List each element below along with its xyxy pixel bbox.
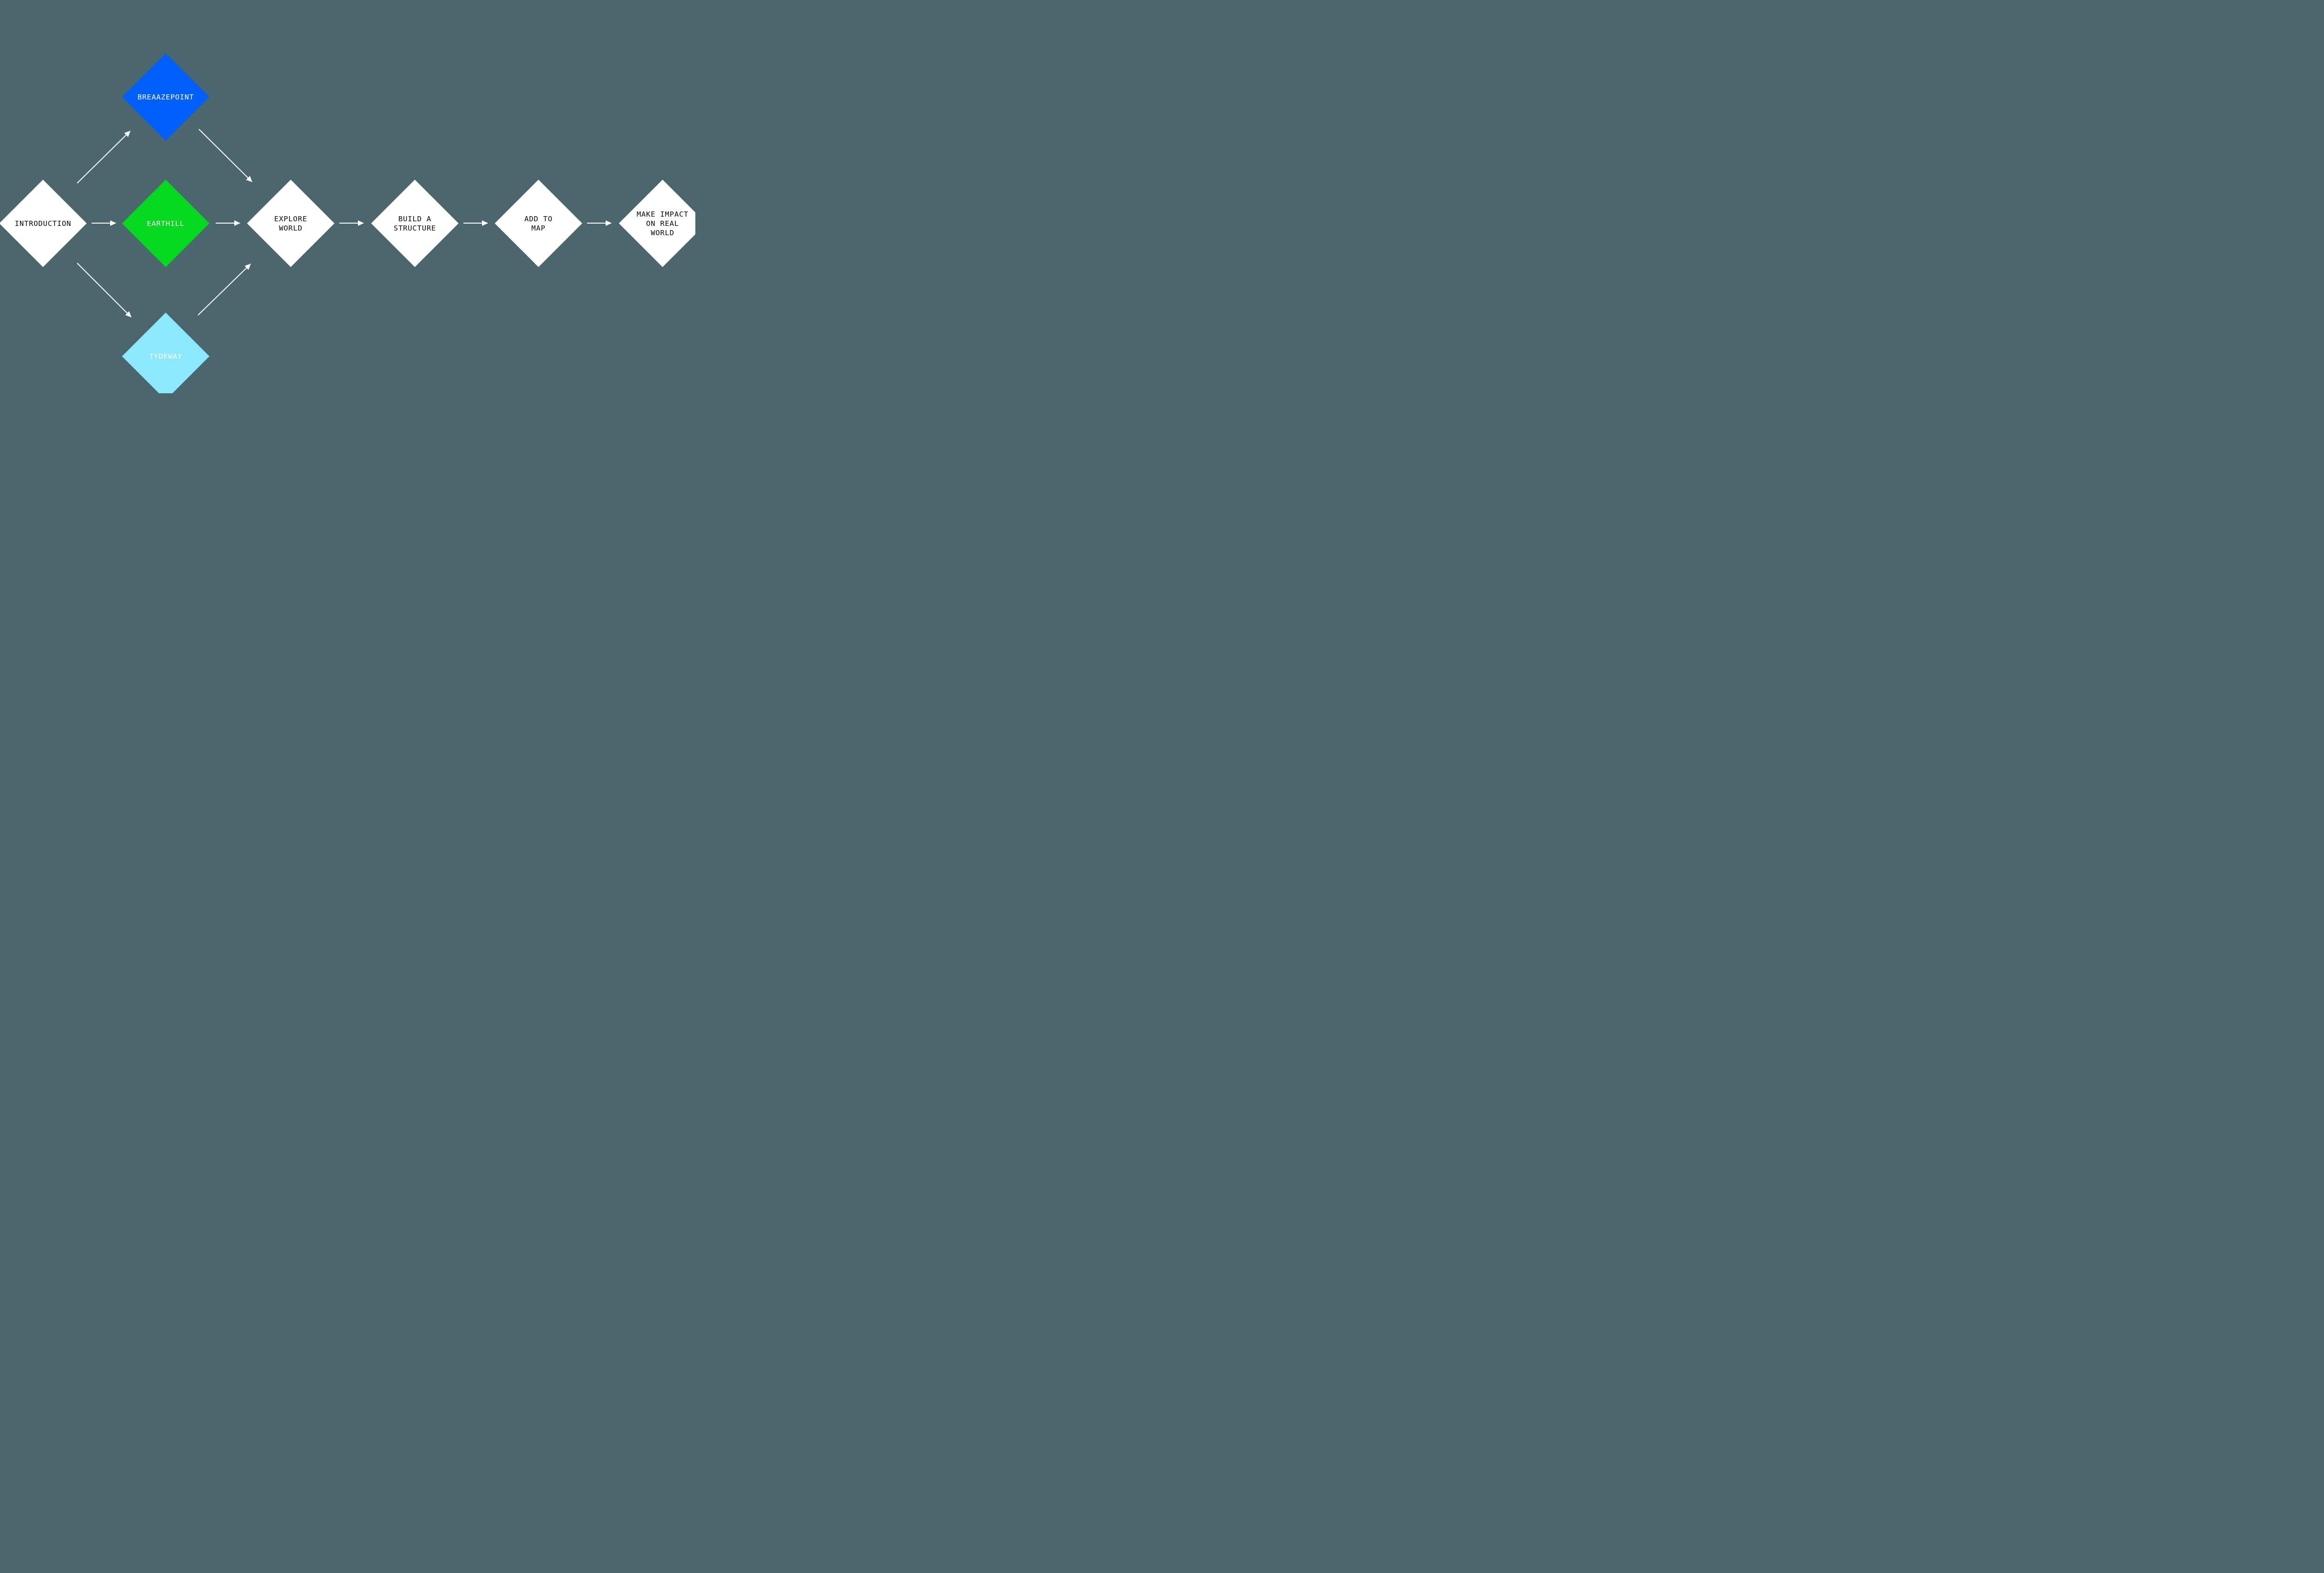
node-introduction[interactable]: INTRODUCTION [0, 179, 87, 267]
node-breaazepoint[interactable]: BREAAZEPOINT [121, 53, 210, 141]
flowchart-canvas: INTRODUCTION BREAAZEPOINT EARTHILL TYDEWAY E… [0, 0, 695, 393]
node-explore-world[interactable]: EXPLORE WORLD [246, 179, 335, 267]
arrow-introduction-to-breaazepoint [77, 131, 131, 184]
node-label-introduction: INTRODUCTION [14, 219, 71, 227]
node-label-build-a-structure: BUILD A STRUCTURE [393, 214, 436, 232]
node-make-impact-on-real-world[interactable]: MAKE IMPACT ON REAL WORLD [618, 179, 695, 267]
node-label-make-impact-on-real-world: MAKE IMPACT ON REAL WORLD [636, 210, 688, 237]
node-add-to-map[interactable]: ADD TO MAP [494, 179, 582, 267]
node-tydeway[interactable]: TYDEWAY [121, 312, 210, 393]
arrow-layer [77, 129, 612, 317]
node-earthill[interactable]: EARTHILL [121, 179, 210, 267]
node-label-tydeway: TYDEWAY [149, 352, 182, 360]
node-label-explore-world: EXPLORE WORLD [274, 214, 307, 232]
node-label-add-to-map: ADD TO MAP [524, 214, 553, 232]
arrow-introduction-to-tydeway [77, 263, 132, 317]
node-label-earthill: EARTHILL [146, 219, 185, 227]
node-label-breaazepoint: BREAAZEPOINT [137, 93, 194, 101]
arrow-breaazepoint-to-explore-world [198, 129, 252, 182]
node-build-a-structure[interactable]: BUILD A STRUCTURE [370, 179, 459, 267]
arrow-tydeway-to-explore-world [198, 264, 251, 316]
